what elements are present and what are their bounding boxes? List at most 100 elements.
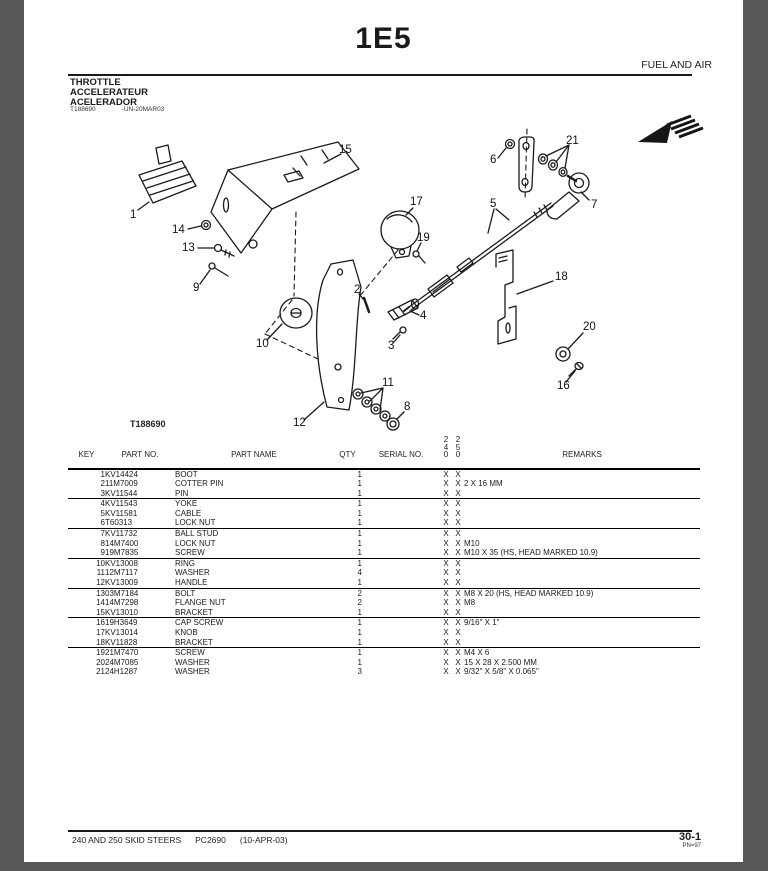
callout-4: 4 bbox=[420, 310, 427, 322]
cell-part_no: 11M7009 bbox=[105, 479, 138, 489]
col-header-key: KEY bbox=[68, 436, 105, 470]
cell-remarks bbox=[464, 509, 700, 519]
cell-key: 18 bbox=[68, 637, 105, 649]
cell-key: 12 bbox=[68, 578, 105, 589]
cell-part_no: KV11732 bbox=[105, 529, 138, 539]
nut-14-part bbox=[187, 219, 212, 231]
footer-date: (10-APR-03) bbox=[239, 835, 288, 845]
cell-m250: X bbox=[455, 558, 461, 568]
title-spanish: ACELERADOR bbox=[70, 97, 138, 108]
callout-17: 17 bbox=[410, 196, 423, 208]
cell-part_no: KV13009 bbox=[105, 578, 175, 589]
cell-m250: X bbox=[455, 499, 461, 509]
cell-key: 5 bbox=[100, 508, 105, 518]
cell-remarks bbox=[464, 568, 700, 578]
cell-part_no: 14M7400 bbox=[105, 538, 139, 548]
cell-remarks bbox=[464, 637, 700, 649]
cell-qty: 1 bbox=[357, 648, 362, 658]
callout-14: 14 bbox=[172, 224, 185, 236]
cell-serial bbox=[362, 479, 440, 489]
parts-table-wrap: KEY PART NO. PART NAME QTY SERIAL NO. 2 … bbox=[68, 436, 700, 677]
cell-m240: X bbox=[443, 538, 449, 548]
callout-20: 20 bbox=[583, 321, 596, 333]
cell-key: 14 bbox=[96, 598, 105, 608]
yoke-part bbox=[387, 298, 420, 321]
callout-11: 11 bbox=[382, 377, 394, 389]
cell-serial bbox=[362, 618, 440, 628]
cell-part_no: 24H1287 bbox=[105, 667, 138, 677]
cell-key: 8 bbox=[100, 538, 105, 548]
callout-7: 7 bbox=[591, 199, 597, 211]
cell-qty: 1 bbox=[333, 488, 362, 500]
cell-m250: X bbox=[452, 637, 464, 649]
cell-m250: X bbox=[455, 469, 461, 479]
cell-serial bbox=[362, 658, 440, 668]
cell-qty: 1 bbox=[357, 499, 362, 509]
cell-qty: 1 bbox=[333, 607, 362, 619]
cell-part_name: CAP SCREW bbox=[175, 618, 224, 628]
cell-remarks: 15 X 28 X 2.500 MM bbox=[464, 657, 537, 667]
cotter-pin-part bbox=[358, 293, 371, 314]
cell-m240: X bbox=[443, 568, 449, 578]
footer-page-number: 30-1 bbox=[678, 831, 701, 843]
cell-qty: 1 bbox=[357, 538, 362, 548]
callout-15: 15 bbox=[339, 144, 352, 156]
cell-m250: X bbox=[452, 607, 464, 619]
cell-key: 13 bbox=[96, 588, 105, 598]
cell-qty: 1 bbox=[357, 529, 362, 539]
cell-part_name: WASHER bbox=[175, 568, 210, 578]
cell-part_no: 19H3649 bbox=[105, 618, 138, 628]
callout-5: 5 bbox=[490, 198, 496, 210]
cell-m250: X bbox=[455, 648, 461, 658]
bolt-13-part bbox=[197, 243, 235, 258]
cell-remarks: M8 X 20 (HS, HEAD MARKED 10.9) bbox=[464, 588, 594, 598]
cell-m250: X bbox=[452, 548, 464, 559]
cell-serial bbox=[362, 667, 440, 677]
cell-remarks bbox=[464, 499, 700, 509]
callout-10: 10 bbox=[256, 338, 269, 350]
cell-m250: X bbox=[455, 529, 461, 539]
cell-qty: 1 bbox=[357, 469, 362, 479]
cell-remarks bbox=[464, 518, 700, 530]
cell-m240: X bbox=[443, 479, 449, 489]
cell-serial bbox=[362, 558, 440, 568]
callout-18: 18 bbox=[555, 271, 568, 283]
cell-part_name: BOLT bbox=[175, 588, 196, 598]
cell-key: 9 bbox=[68, 548, 105, 559]
col-header-serial-no: SERIAL NO. bbox=[362, 436, 440, 470]
cell-part_name: KNOB bbox=[175, 628, 198, 637]
col-header-remarks: REMARKS bbox=[464, 436, 700, 470]
cell-part_name: COTTER PIN bbox=[175, 479, 224, 489]
footer-rule bbox=[68, 830, 692, 832]
cell-serial bbox=[362, 499, 440, 509]
cell-part_name: LOCK NUT bbox=[175, 518, 333, 530]
footer-catalog-no: PC2690 bbox=[195, 835, 226, 845]
cell-part_name: BRACKET bbox=[175, 637, 333, 649]
cell-serial bbox=[362, 648, 440, 658]
cell-serial bbox=[362, 588, 440, 598]
cell-qty: 1 bbox=[357, 508, 362, 518]
cell-part_no: KV13008 bbox=[105, 558, 138, 568]
cell-part_no: KV11543 bbox=[105, 499, 138, 509]
footer-right: 30-1 PN=97 bbox=[679, 832, 701, 850]
diagram-ref-label: T188690 bbox=[130, 419, 166, 429]
header-rule bbox=[68, 74, 692, 76]
callout-6: 6 bbox=[490, 154, 496, 166]
cell-m240: X bbox=[443, 588, 449, 598]
cell-m240: X bbox=[440, 548, 452, 559]
cell-serial bbox=[362, 578, 440, 589]
cell-key: 19 bbox=[96, 648, 105, 658]
cell-key: 4 bbox=[100, 499, 105, 509]
cell-part_no: 21M7470 bbox=[105, 648, 139, 658]
cell-part_no: KV14424 bbox=[105, 469, 138, 479]
knob-part bbox=[380, 207, 420, 259]
col-header-part-no: PART NO. bbox=[105, 436, 175, 470]
cell-qty: 1 bbox=[333, 518, 362, 530]
